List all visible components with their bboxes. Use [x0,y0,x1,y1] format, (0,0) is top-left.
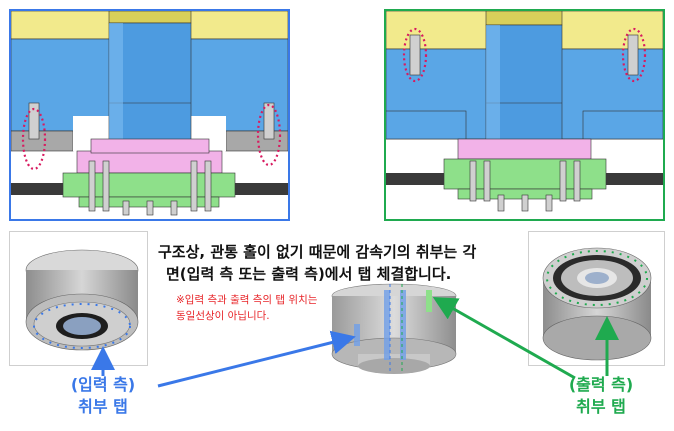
input-side-label-line-2: 취부 탭 [78,397,128,416]
output-side-render [528,231,665,366]
output-cross-section-drawing [386,11,663,212]
input-render-drawing [25,249,139,351]
center-transparent-render [318,280,468,376]
output-side-label-line-2: 취부 탭 [576,397,626,416]
input-side-cross-section [9,9,290,221]
input-cross-section-drawing [11,11,288,216]
output-render-drawing [542,247,652,361]
output-side-cross-section [384,9,665,221]
note-line-2: 동일선상이 아닙니다. [176,310,270,322]
description-line-2: 면(입력 측 또는 출력 측)에서 탭 체결합니다. [166,265,452,283]
input-side-render [9,231,148,366]
description-line-1: 구조상, 관통 홀이 없기 때문에 감속기의 취부는 각 [158,243,477,261]
center-render-drawing [331,283,457,374]
note-line-1: ※입력 측과 출력 측의 탭 위치는 [176,294,318,306]
input-side-label-line-1: (입력 측) [70,375,136,394]
output-side-label-line-1: (출력 측) [568,375,634,394]
